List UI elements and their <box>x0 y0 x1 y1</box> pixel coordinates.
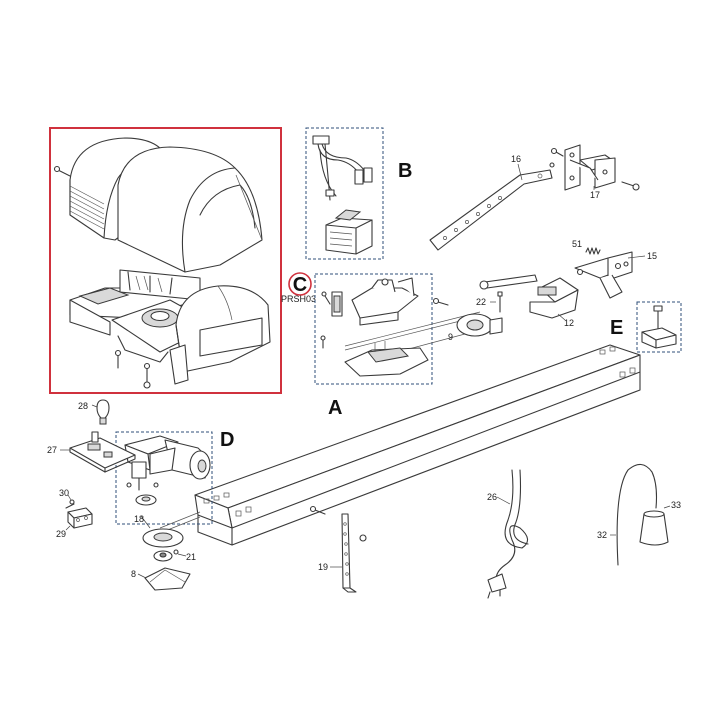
rail <box>194 344 641 546</box>
group-c-marker[interactable]: C PRSH03 <box>281 272 316 304</box>
part-label-8: 8 <box>131 569 136 579</box>
group-a-label: A <box>328 397 342 419</box>
group-d-box <box>115 431 213 525</box>
pin[interactable]: 22 <box>476 291 503 313</box>
gear-motor <box>124 435 211 506</box>
group-a-carriage[interactable]: A <box>314 273 481 419</box>
group-c-circle <box>288 272 312 296</box>
carriage-upper <box>320 277 419 349</box>
part-label-28: 28 <box>78 401 88 411</box>
group-e-label: E <box>610 317 623 339</box>
part-label-21: 21 <box>186 552 196 562</box>
group-c-highlight-box <box>49 127 282 394</box>
part-label-15: 15 <box>647 251 657 261</box>
control-board[interactable]: 27 <box>47 431 136 473</box>
release-cord[interactable]: 32 33 <box>597 463 681 566</box>
group-b-box <box>305 127 384 260</box>
group-b-label: B <box>398 160 412 182</box>
part-label-32: 32 <box>597 530 607 540</box>
part-label-18: 18 <box>134 514 144 524</box>
transformer-block <box>325 209 373 255</box>
cover-screw <box>53 165 71 177</box>
part-label-19: 19 <box>318 562 328 572</box>
part-label-30: 30 <box>59 488 69 498</box>
part-label-17: 17 <box>590 190 600 200</box>
group-c-letter: C <box>293 274 307 296</box>
part-label-12: 12 <box>564 318 574 328</box>
carriage-lower <box>344 341 429 377</box>
group-e-box <box>636 301 682 353</box>
part-label-27: 27 <box>47 445 57 455</box>
group-b-transformer[interactable]: B <box>305 127 412 260</box>
power-cable[interactable]: 26 <box>487 469 529 599</box>
door-arm[interactable]: 16 <box>429 154 553 251</box>
drive-sprocket-assembly[interactable]: 18 21 8 <box>131 511 201 591</box>
group-d-label: D <box>220 429 234 451</box>
part-label-33: 33 <box>671 500 681 510</box>
part-label-16: 16 <box>511 154 521 164</box>
part-label-26: 26 <box>487 492 497 502</box>
idler-pulley[interactable]: 9 <box>432 297 503 343</box>
part-label-29: 29 <box>56 529 66 539</box>
front-bracket[interactable]: 12 <box>479 274 579 328</box>
cover-code-label: PRSH03 <box>281 294 316 304</box>
part-label-9: 9 <box>448 332 453 342</box>
wire-harness <box>312 135 373 201</box>
part-label-22: 22 <box>476 297 486 307</box>
group-d-motor[interactable]: D <box>115 429 234 525</box>
lintel-bracket[interactable]: 15 <box>574 251 657 299</box>
spring[interactable]: 51 <box>572 239 601 255</box>
terminal-block[interactable]: 30 29 <box>56 488 93 539</box>
group-a-box <box>314 273 433 385</box>
base-screws <box>114 349 151 389</box>
hanging-strap[interactable]: 19 <box>309 505 367 593</box>
part-label-51: 51 <box>572 239 582 249</box>
group-e-hanger[interactable]: E <box>610 301 682 353</box>
cover-front-shell <box>169 285 271 385</box>
group-c-motor-cover[interactable] <box>49 127 282 394</box>
light-bulb[interactable]: 28 <box>78 399 110 425</box>
cover-main-dome <box>117 146 263 273</box>
door-bracket[interactable]: 17 <box>549 144 640 200</box>
